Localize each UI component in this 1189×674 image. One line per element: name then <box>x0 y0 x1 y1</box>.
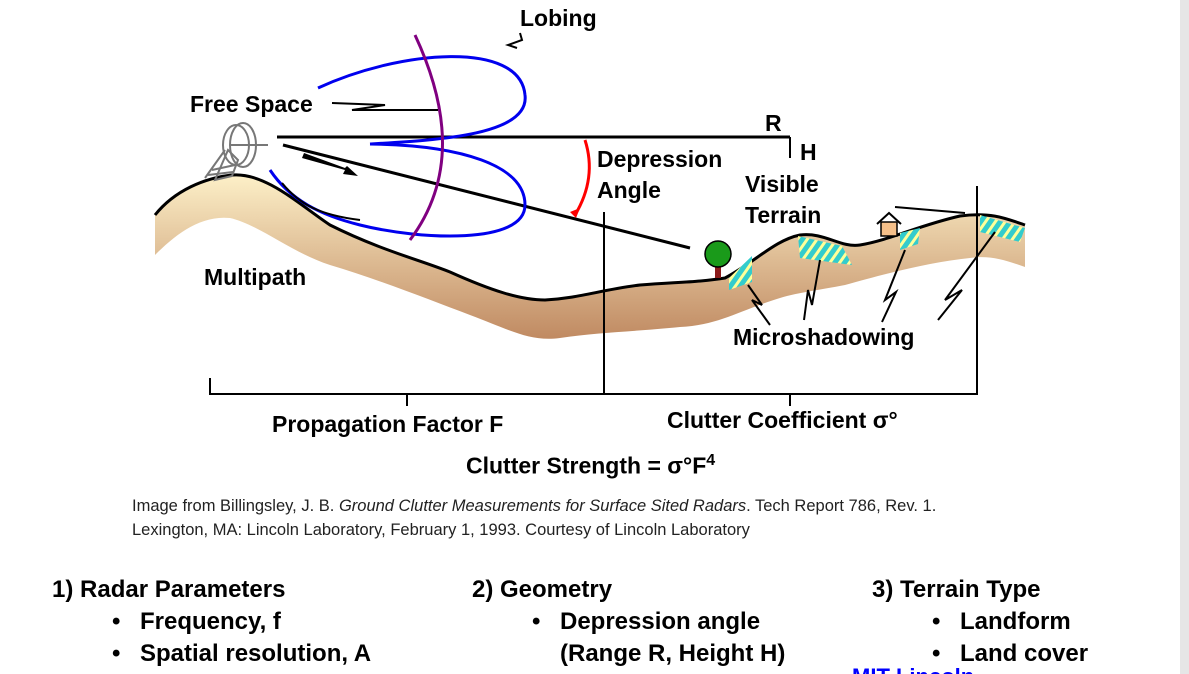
label-depression: Depression <box>597 146 723 172</box>
clutter-strength-exponent: 4 <box>706 452 716 469</box>
caption-suffix: . Tech Report 786, Rev. 1. <box>746 497 937 515</box>
caption-title: Ground Clutter Measurements for Surface … <box>338 497 747 515</box>
label-height: H <box>800 139 817 165</box>
label-propagation-factor: Propagation Factor F <box>272 411 504 437</box>
clutter-strength-text: Clutter Strength = σ°F <box>466 452 707 479</box>
label-microshadowing: Microshadowing <box>733 324 915 350</box>
list-item: •Spatial resolution, A <box>112 640 372 667</box>
house-icon <box>876 211 902 237</box>
radar-clutter-diagram <box>153 32 1026 406</box>
list-item: •Landform <box>932 608 1071 635</box>
list-heading: 3) Terrain Type <box>872 576 1041 603</box>
tree-icon <box>704 240 732 278</box>
list-heading: 1) Radar Parameters <box>52 576 286 603</box>
label-free-space: Free Space <box>190 91 313 117</box>
terrain <box>155 174 1025 339</box>
list-item: (Range R, Height H) <box>560 640 786 667</box>
caption-prefix: Image from Billingsley, J. B. <box>132 497 339 515</box>
terrain-type-list: 3) Terrain Type •Landform •Land cover <box>872 574 1088 670</box>
caption-line2: Lexington, MA: Lincoln Laboratory, Febru… <box>132 521 750 539</box>
list-item: •Land cover <box>932 640 1089 667</box>
list-item: •Depression angle <box>532 608 761 635</box>
shadow-patch <box>900 228 920 250</box>
wavefront <box>408 34 444 241</box>
direction-arrow-icon <box>302 153 358 176</box>
shadow-patch <box>798 236 852 265</box>
upper-lobe <box>317 55 527 146</box>
geometry-list: 2) Geometry •Depression angle (Range R, … <box>472 574 785 670</box>
footer-lab-name: MIT Lincoln Laboratory <box>852 666 1092 674</box>
label-clutter-strength: Clutter Strength = σ°F4 <box>466 452 715 479</box>
list-item: •Frequency, f <box>112 608 281 635</box>
label-range: R <box>765 110 782 136</box>
label-multipath: Multipath <box>204 264 307 290</box>
list-heading: 2) Geometry <box>472 576 613 603</box>
label-lobing: Lobing <box>520 5 597 31</box>
shadow-patch <box>980 215 1025 242</box>
label-clutter-coefficient: Clutter Coefficient σ° <box>667 407 898 433</box>
image-caption: Image from Billingsley, J. B. Ground Clu… <box>132 494 936 542</box>
label-visible: Visible <box>745 171 819 197</box>
radar-parameters-list: 1) Radar Parameters •Frequency, f •Spati… <box>52 574 371 670</box>
terrain-surface-line <box>153 173 1026 302</box>
shadow-patch <box>729 256 752 290</box>
label-terrain: Terrain <box>745 202 822 228</box>
scrollbar[interactable] <box>1180 0 1189 674</box>
radar-antenna-icon <box>204 122 268 182</box>
label-angle: Angle <box>597 177 661 203</box>
depression-angle-arc <box>573 139 591 216</box>
